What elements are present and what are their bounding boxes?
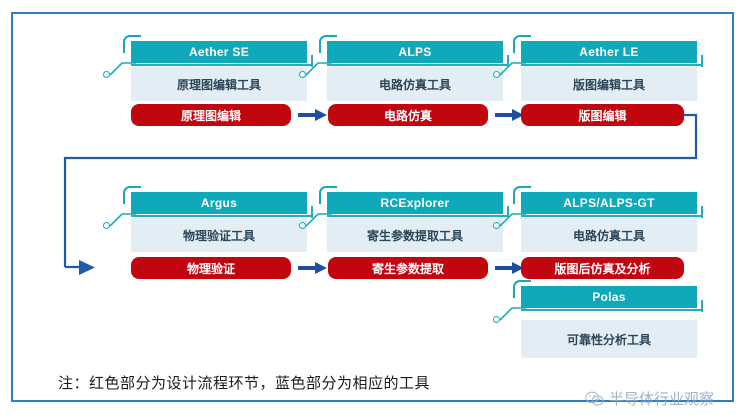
tool-card-underline	[131, 215, 313, 217]
tool-card-description: 版图编辑工具	[521, 67, 697, 101]
tool-card-title: RCExplorer	[327, 192, 503, 214]
corner-bracket-icon	[123, 186, 141, 204]
leader-line-icon	[110, 213, 136, 227]
tool-card-tick	[701, 206, 703, 218]
leader-dot-icon	[493, 222, 500, 229]
corner-bracket-icon	[513, 35, 531, 53]
tool-card-underline	[521, 309, 703, 311]
tool-card-underline	[327, 215, 509, 217]
tool-card-title: Aether LE	[521, 41, 697, 63]
tool-card-title: ALPS/ALPS-GT	[521, 192, 697, 214]
watermark: 半导体行业观察	[585, 388, 714, 409]
flow-step-post-layout-simulation[interactable]: 版图后仿真及分析	[521, 257, 684, 279]
tool-card-tick	[701, 55, 703, 67]
wechat-icon	[585, 391, 604, 406]
corner-bracket-icon	[123, 35, 141, 53]
flow-step-circuit-simulation[interactable]: 电路仿真	[328, 104, 488, 126]
tool-card-tick	[311, 206, 313, 218]
tool-card-tick	[507, 206, 509, 218]
tool-card-underline	[327, 64, 509, 66]
tool-card-description: 物理验证工具	[131, 218, 307, 252]
tool-card-tick	[701, 300, 703, 312]
flow-step-layout-edit[interactable]: 版图编辑	[521, 104, 684, 126]
corner-bracket-icon	[513, 280, 531, 298]
flow-arrow-icon	[298, 109, 327, 121]
leader-dot-icon	[103, 222, 110, 229]
flow-arrow-icon	[298, 262, 327, 274]
corner-bracket-icon	[513, 186, 531, 204]
leader-line-icon	[306, 213, 332, 227]
leader-line-icon	[500, 213, 526, 227]
corner-bracket-icon	[319, 35, 337, 53]
corner-bracket-icon	[319, 186, 337, 204]
tool-card-tick	[311, 55, 313, 67]
tool-card-description: 原理图编辑工具	[131, 67, 307, 101]
leader-line-icon	[500, 62, 526, 76]
leader-dot-icon	[493, 316, 500, 323]
tool-card-description: 可靠性分析工具	[521, 320, 697, 358]
tool-card-underline	[131, 64, 313, 66]
leader-dot-icon	[493, 71, 500, 78]
tool-card-title: Aether SE	[131, 41, 307, 63]
leader-line-icon	[500, 307, 526, 321]
tool-card-title: Polas	[521, 286, 697, 308]
flow-step-physical-verification[interactable]: 物理验证	[131, 257, 291, 279]
tool-card-description: 寄生参数提取工具	[327, 218, 503, 252]
tool-card-underline	[521, 215, 703, 217]
leader-dot-icon	[299, 71, 306, 78]
flow-step-parasitic-extraction[interactable]: 寄生参数提取	[328, 257, 488, 279]
tool-card-title: Argus	[131, 192, 307, 214]
tool-card-underline	[521, 64, 703, 66]
flow-arrow-icon	[495, 109, 524, 121]
watermark-label: 半导体行业观察	[608, 390, 714, 408]
leader-line-icon	[110, 62, 136, 76]
leader-line-icon	[306, 62, 332, 76]
leader-dot-icon	[103, 71, 110, 78]
flow-step-schematic-edit[interactable]: 原理图编辑	[131, 104, 291, 126]
leader-dot-icon	[299, 222, 306, 229]
flow-arrow-icon	[495, 262, 524, 274]
tool-card-tick	[507, 55, 509, 67]
tool-card-title: ALPS	[327, 41, 503, 63]
figure-caption: 注：红色部分为设计流程环节，蓝色部分为相应的工具	[58, 374, 431, 392]
tool-card-description: 电路仿真工具	[521, 218, 697, 252]
figure-frame: Aether SE 原理图编辑工具 ALPS 电路仿真工具 Aether LE …	[11, 12, 734, 408]
tool-card-description: 电路仿真工具	[327, 67, 503, 101]
